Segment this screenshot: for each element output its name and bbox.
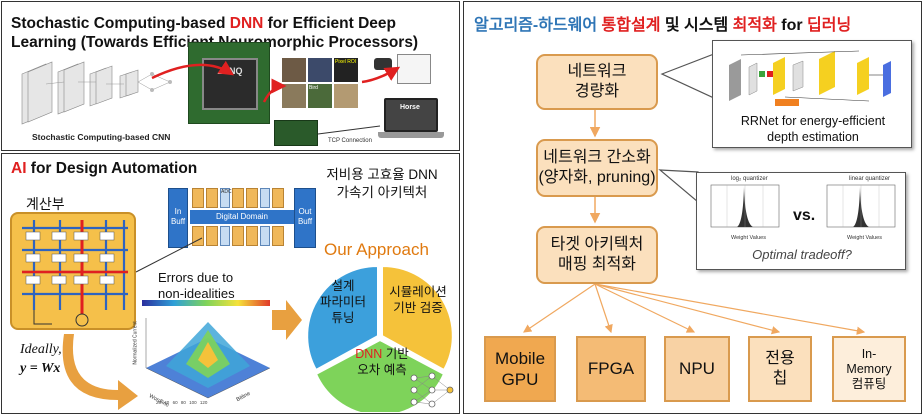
tcp-label: TCP Connection bbox=[328, 138, 372, 144]
weight-values-label-right: Weight Values bbox=[847, 235, 882, 241]
tradeoff-label: Optimal tradeoff? bbox=[752, 247, 852, 262]
flow-arrows bbox=[151, 60, 401, 135]
error-surface-plot: Normalized Current Wordline Bitline 20 4… bbox=[133, 300, 280, 410]
digital-domain: Digital Domain bbox=[190, 210, 294, 224]
compute-unit-label: 계산부 bbox=[26, 196, 65, 212]
log-histogram bbox=[710, 184, 780, 228]
panel-title: 알고리즘-하드웨어 통합설계 및 시스템 최적화 for 딥러닝 bbox=[474, 17, 852, 34]
quantizer-callout: log₂ quantizer linear quantizer vs. Weig… bbox=[696, 172, 906, 270]
flow-connectors bbox=[523, 53, 866, 335]
neural-net-icon bbox=[410, 372, 454, 408]
ideal-equation: Ideally,y = Wx bbox=[20, 342, 62, 376]
weight-values-label-left: Weight Values bbox=[731, 235, 766, 241]
cnn-diagram bbox=[21, 61, 172, 125]
approach-cycle bbox=[306, 264, 454, 412]
linear-histogram bbox=[826, 184, 896, 228]
panel-title: AI for Design Automation bbox=[11, 160, 198, 177]
sensor-box bbox=[397, 54, 431, 84]
orange-right-arrow bbox=[272, 300, 302, 340]
surface-tick-labels: 20 40 60 80 100 120 bbox=[156, 400, 208, 405]
linear-quantizer-label: linear quantizer bbox=[849, 176, 891, 182]
orange-curved-arrow bbox=[62, 334, 138, 410]
log-quantizer-label: log₂ quantizer bbox=[731, 176, 768, 182]
target-npu: NPU bbox=[664, 336, 730, 402]
dev-board-photo bbox=[274, 120, 318, 146]
rrnet-diagram bbox=[729, 50, 891, 106]
our-approach-title: Our Approach bbox=[324, 240, 429, 259]
vs-label: vs. bbox=[793, 207, 816, 224]
laptop-icon: Horse bbox=[378, 98, 444, 142]
cnn-caption: Stochastic Computing-based CNN bbox=[32, 132, 171, 142]
target-fpga: FPGA bbox=[576, 336, 646, 402]
flow-step-network-simplification: 네트워크 간소화(양자화, pruning) bbox=[536, 139, 658, 197]
panel-stochastic-computing: Stochastic Computing-based DNN for Effic… bbox=[1, 1, 460, 151]
panel-ai-design-automation: AI for Design Automation 계산부 bbox=[1, 153, 460, 414]
sample-image-grid: Pixel ROI Bird bbox=[282, 58, 360, 108]
crossbar-array bbox=[10, 212, 136, 330]
